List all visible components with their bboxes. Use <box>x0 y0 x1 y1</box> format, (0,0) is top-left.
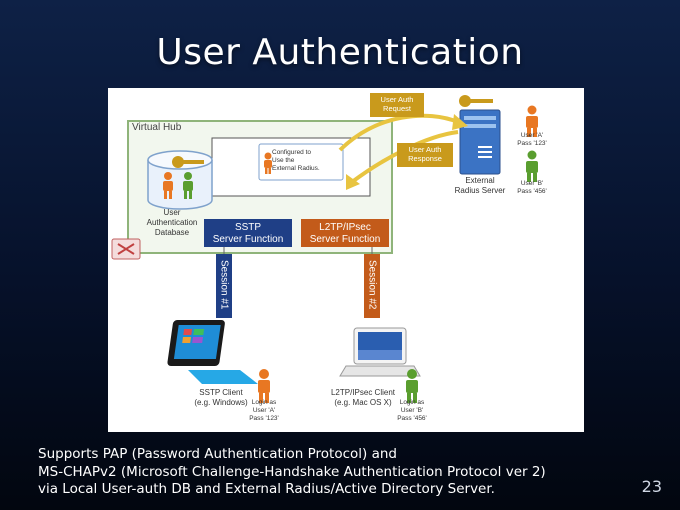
user-b-credentials: User 'B' Pass '456' <box>517 180 547 195</box>
windows-tablet-icon <box>167 320 258 384</box>
hub-switch-icon <box>111 238 141 260</box>
slide-caption: Supports PAP (Password Authentication Pr… <box>38 446 628 499</box>
authentication-diagram: Virtual Hub User Authentication Database… <box>108 88 584 432</box>
caption-line: Supports PAP (Password Authentication Pr… <box>38 446 398 462</box>
auth-request-arrow <box>338 113 459 152</box>
page-number: 23 <box>641 477 662 496</box>
l2tp-client-label: L2TP/IPsec Client (e.g. Mac OS X) <box>330 388 396 407</box>
sstp-login-label: Login as User 'A' Pass '123' <box>249 399 279 422</box>
server-key-icon <box>459 95 493 107</box>
auth-request-box: User Auth Request <box>370 93 424 117</box>
user-auth-db-label: User Authentication Database <box>146 208 198 237</box>
user-a-credentials: User 'A' Pass '123' <box>517 132 547 147</box>
session-2-bar: Session #2 <box>364 254 380 318</box>
config-note-box <box>258 143 344 181</box>
l2tp-login-label: Login as User 'B' Pass '456' <box>397 399 427 422</box>
database-key-icon <box>172 156 204 168</box>
sstp-client-label: SSTP Client (e.g. Windows) <box>194 388 248 407</box>
l2tp-client-user-icon <box>406 369 418 403</box>
sstp-client-user-icon <box>258 369 270 403</box>
l2tp-server-function: L2TP/IPsec Server Function <box>301 219 389 247</box>
user-a-icon <box>526 105 538 137</box>
radius-server-label: External Radius Server <box>454 176 506 195</box>
session-1-bar: Session #1 <box>216 254 232 318</box>
slide-title: User Authentication <box>156 32 524 73</box>
configured-note: Configured to Use the External Radius. <box>272 149 320 172</box>
user-b-icon <box>526 150 538 182</box>
sstp-server-function: SSTP Server Function <box>204 219 292 247</box>
diagram-graphics <box>111 95 538 403</box>
caption-line: MS-CHAPv2 (Microsoft Challenge-Handshake… <box>38 463 546 480</box>
virtual-hub-label: Virtual Hub <box>132 122 182 133</box>
db-user-orange-icon <box>163 172 173 199</box>
radius-server-icon <box>459 109 501 175</box>
config-user-icon <box>264 152 272 174</box>
mac-laptop-icon <box>339 327 421 377</box>
db-user-green-icon <box>183 172 193 199</box>
caption-line: via Local User-auth DB and External Radi… <box>38 481 495 497</box>
auth-response-box: User Auth Response <box>397 143 453 167</box>
